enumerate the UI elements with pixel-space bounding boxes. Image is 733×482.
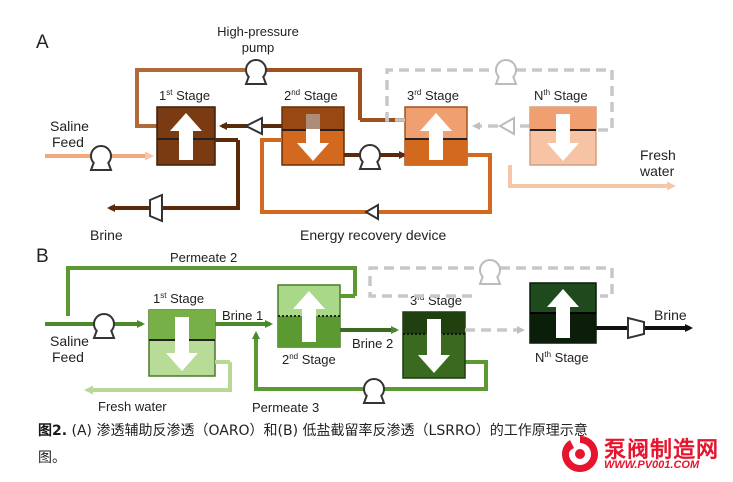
a-stage-1-arrow-up-icon (170, 113, 202, 160)
b-brine2-label: Brine 2 (352, 336, 393, 351)
a-dashed-loop-top-right (516, 68, 614, 132)
a-erd-valve-1-icon (243, 116, 263, 136)
b-brine-valve-icon (627, 316, 645, 340)
a-saline-line2: Feed (52, 134, 84, 150)
hp-pump-icon (244, 59, 268, 85)
b-permeate3-line (252, 331, 488, 391)
a-fresh-line2: water (639, 163, 675, 179)
a-stage-3-label: 3rd Stage (407, 88, 459, 103)
figure-number: 图2. (38, 423, 68, 439)
logo-brand: 泵阀制造网 (604, 438, 720, 463)
a-fresh-line1: Fresh (640, 147, 676, 163)
hp-pump-label-line2: pump (242, 40, 275, 55)
site-logo: 泵阀制造网 WWW.PV001.COM (560, 432, 730, 478)
a-top-loop-orange (266, 68, 362, 120)
panel-a-letter: A (36, 32, 49, 53)
a-top-loop-brown (135, 68, 245, 128)
a-saline-line1: Saline (50, 118, 89, 134)
b-permeate2-label: Permeate 2 (170, 250, 237, 265)
process-diagram: A High-pressure pump Saline Feed 1st Sta… (36, 24, 693, 415)
caption-text: (A) 渗透辅助反渗透（OARO）和(B) 低盐截留率反渗透（LSRRO）的工作… (38, 423, 588, 466)
a-erd-valve-2-icon (364, 203, 379, 221)
b-fresh-water-line (84, 376, 232, 395)
a-dashed-loop-top (385, 68, 496, 122)
b-saline-line2: Feed (52, 349, 84, 365)
b-feed-pump-icon (92, 313, 116, 339)
a-brine-label: Brine (90, 227, 123, 243)
b-stage-2-arrow-up-icon (293, 291, 325, 342)
b-stage-2-label: 2nd Stage (282, 352, 336, 367)
figure-caption: 图2. (A) 渗透辅助反渗透（OARO）和(B) 低盐截留率反渗透（LSRRO… (38, 418, 598, 472)
b-stage-N-arrow-up-icon (547, 289, 579, 338)
b-permeate3-pump-icon (362, 378, 386, 404)
a-stage-3-arrow-up-icon (420, 113, 452, 160)
b-stage-1-label: 1st Stage (153, 291, 204, 306)
b-stage-N-label: Nth Stage (535, 350, 589, 365)
a-stage-1-label: 1st Stage (159, 88, 210, 103)
b-saline-line1: Saline (50, 333, 89, 349)
a-stage-N-label: Nth Stage (534, 88, 588, 103)
a-fresh-water-line (508, 165, 676, 191)
a-brine-valve-icon (149, 193, 163, 223)
b-fresh-label: Fresh water (98, 399, 167, 414)
a-stage-2-arrow-down-icon (297, 114, 329, 161)
b-stage-1-arrow-down-icon (166, 317, 198, 371)
a-dashed-pump-icon (494, 59, 518, 85)
logo-url: WWW.PV001.COM (604, 459, 700, 471)
b-permeate2-line (66, 266, 357, 316)
b-permeate3-label: Permeate 3 (252, 400, 319, 415)
logo-mark-icon (562, 436, 598, 472)
a-stage-2-label: 2nd Stage (284, 88, 338, 103)
a-erd-label: Energy recovery device (300, 227, 447, 243)
b-dashed-pump-icon (478, 259, 502, 285)
b-dashed-loop-right (500, 266, 614, 298)
b-stage-3-arrow-down-icon (418, 319, 450, 373)
a-stage-N-arrow-down-icon (547, 114, 579, 161)
panel-b-letter: B (36, 246, 49, 267)
a-feed-pump-icon (89, 145, 113, 171)
a-dashed-valve-icon (497, 116, 515, 136)
b-brine-label: Brine (654, 307, 687, 323)
b-brine1-label: Brine 1 (222, 308, 263, 323)
hp-pump-label-line1: High-pressure (217, 24, 299, 39)
a-mid-pump-icon (358, 144, 382, 170)
b-dashed-loop-left (368, 266, 480, 298)
